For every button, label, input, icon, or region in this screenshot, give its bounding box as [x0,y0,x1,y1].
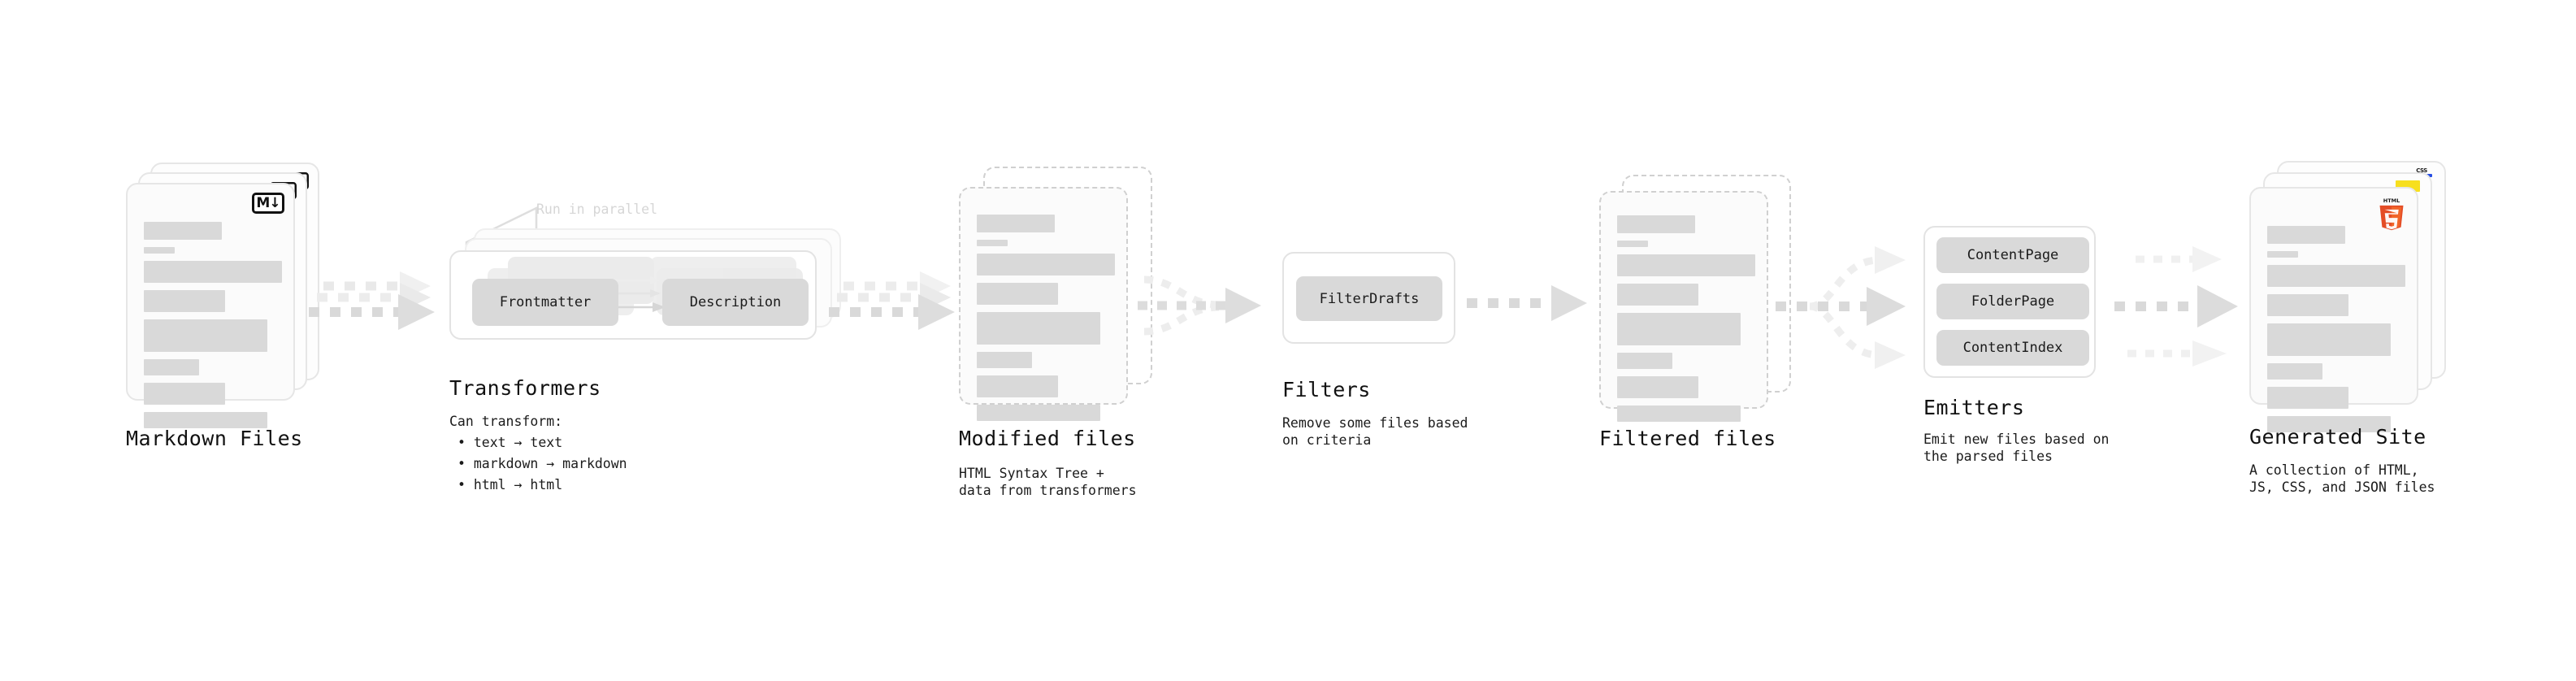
generated-site-title: Generated Site [2249,425,2426,449]
skeleton-bar [1617,353,1672,369]
skeleton-bar [2267,265,2405,287]
skeleton-bar [2267,251,2298,258]
skeleton-bar [977,215,1055,232]
skeleton-bar [144,222,222,240]
emitter-chip-contentpage[interactable]: ContentPage [1936,237,2089,273]
arrow-modified-to-filters [1138,275,1261,336]
skeleton-bar [1617,254,1755,276]
skeleton-bar [144,319,267,352]
skeleton-bar [2267,416,2391,432]
transformers-title: Transformers [449,376,601,400]
skeleton-bar [2267,363,2322,380]
html5-icon: HTML [2379,197,2404,231]
skeleton-bar [977,254,1115,275]
skeleton-bar [144,412,267,428]
skeleton-bar [977,352,1032,368]
skeleton-bar [977,283,1058,305]
skeleton-bar [1617,215,1695,233]
skeleton-bar [977,405,1100,421]
arrow-markdown-to-transformers [309,271,435,330]
skeleton-bar [1617,406,1741,422]
skeleton-bar [1617,313,1741,345]
filtered-file-card-front [1599,191,1768,422]
filters-subtitle: Remove some files based on criteria [1282,415,1468,448]
skeleton-bar [144,261,282,283]
transformers-bullet-2: • html → html [458,477,563,492]
skeleton-bars [977,215,1115,428]
arrow-filters-to-filtered [1467,285,1587,321]
modified-files-title: Modified files [959,427,1136,450]
skeleton-bar [144,359,199,375]
filtered-files-title: Filtered files [1599,427,1776,450]
modified-file-card-front [959,187,1128,421]
arrow-filtered-to-emitters [1776,246,1906,369]
transformer-chip-description[interactable]: Description [662,279,809,326]
markdown-badge: M↓ [252,193,284,214]
filters-title: Filters [1282,378,1371,401]
run-in-parallel-label: Run in parallel [536,202,658,217]
filter-chip-filterdrafts[interactable]: FilterDrafts [1296,276,1442,321]
skeleton-bar [977,240,1008,246]
emitters-title: Emitters [1923,396,2025,419]
skeleton-bar [2267,387,2348,409]
skeleton-bar [1617,376,1698,398]
svg-text:HTML: HTML [2383,197,2400,204]
skeleton-bar [977,375,1058,397]
skeleton-bar [1617,241,1648,247]
skeleton-bar [144,383,225,405]
css-badge-label: CSS [2416,167,2427,174]
site-file-card-html: HTML [2249,187,2418,432]
arrow-transformers-to-modified [829,271,955,330]
transformer-chip-frontmatter[interactable]: Frontmatter [472,279,618,326]
emitters-subtitle: Emit new files based on the parsed files [1923,432,2110,464]
skeleton-bar [2267,323,2391,356]
skeleton-bar [2267,226,2345,244]
skeleton-bar [2267,294,2348,316]
transformers-bullet-0: • text → text [458,435,563,450]
skeleton-bar [977,312,1100,345]
modified-files-subtitle: HTML Syntax Tree + data from transformer… [959,466,1137,498]
markdown-files-title: Markdown Files [126,427,303,450]
transformer-inner-arrows [607,276,666,312]
skeleton-bars [1617,215,1755,429]
arrow-emitters-to-site [2114,246,2238,367]
skeleton-bar [144,290,225,312]
skeleton-bar [144,247,175,254]
emitter-chip-folderpage[interactable]: FolderPage [1936,284,2089,319]
skeleton-bar [1617,284,1698,306]
markdown-file-card-front: M↓ [126,183,295,428]
generated-site-subtitle: A collection of HTML, JS, CSS, and JSON … [2249,462,2435,495]
transformers-bullet-1: • markdown → markdown [458,456,627,471]
transformers-subtitle: Can transform: [449,414,563,429]
skeleton-bars [2267,226,2405,440]
emitter-chip-contentindex[interactable]: ContentIndex [1936,330,2089,366]
skeleton-bars [144,222,282,436]
